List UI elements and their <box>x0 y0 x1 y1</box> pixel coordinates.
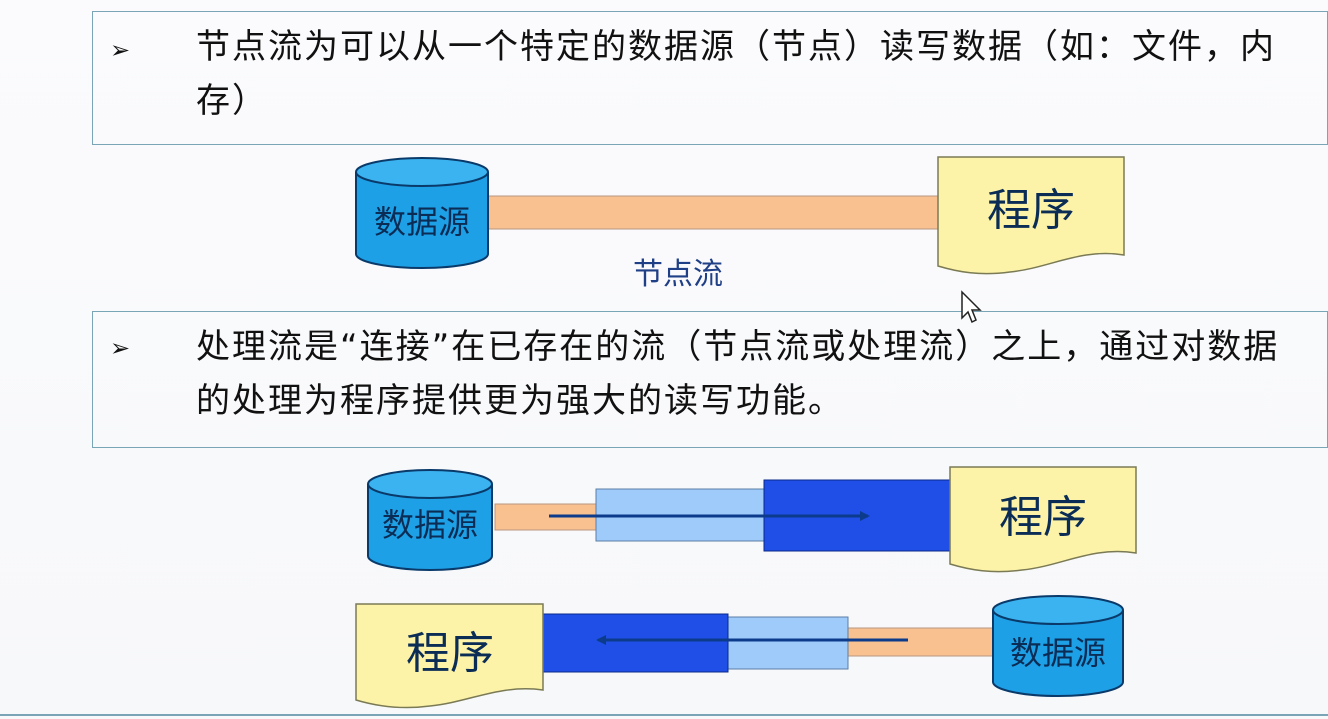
data-source-cylinder: 数据源 <box>367 469 493 571</box>
node-stream-diagram: 数据源 程序 节点流 <box>355 156 1125 292</box>
bottom-divider <box>0 714 1328 716</box>
processing-stream-description: 处理流是“连接”在已存在的流（节点流或处理流）之上，通过对数据的处理为程序提供更… <box>196 327 1280 421</box>
data-source-cylinder: 数据源 <box>992 595 1124 697</box>
node-stream-description: 节点流为可以从一个特定的数据源（节点）读写数据（如：文件，内存） <box>196 27 1276 121</box>
data-source-cylinder: 数据源 <box>355 157 489 269</box>
mouse-cursor-icon <box>961 290 982 324</box>
node-stream-pipe <box>844 627 996 657</box>
program-label: 程序 <box>999 492 1087 543</box>
data-source-label: 数据源 <box>1010 634 1106 672</box>
program-document: 程序 <box>937 156 1125 275</box>
processing-stream-pipe-light <box>725 616 849 670</box>
node-stream-pipe <box>485 195 941 230</box>
program-label: 程序 <box>406 628 494 679</box>
node-stream-label: 节点流 <box>633 257 723 292</box>
bullet-icon: ➢ <box>110 36 131 64</box>
bullet-icon: ➢ <box>110 334 131 362</box>
program-document: 程序 <box>949 466 1137 573</box>
processing-read-diagram: 数据源 程序 <box>367 466 1137 573</box>
processing-write-diagram: 程序 数据源 <box>355 595 1124 709</box>
processing-stream-pipe-dark <box>540 613 729 673</box>
program-document: 程序 <box>355 603 544 709</box>
program-label: 程序 <box>987 185 1075 236</box>
data-source-label: 数据源 <box>374 203 470 241</box>
data-source-label: 数据源 <box>382 506 478 544</box>
